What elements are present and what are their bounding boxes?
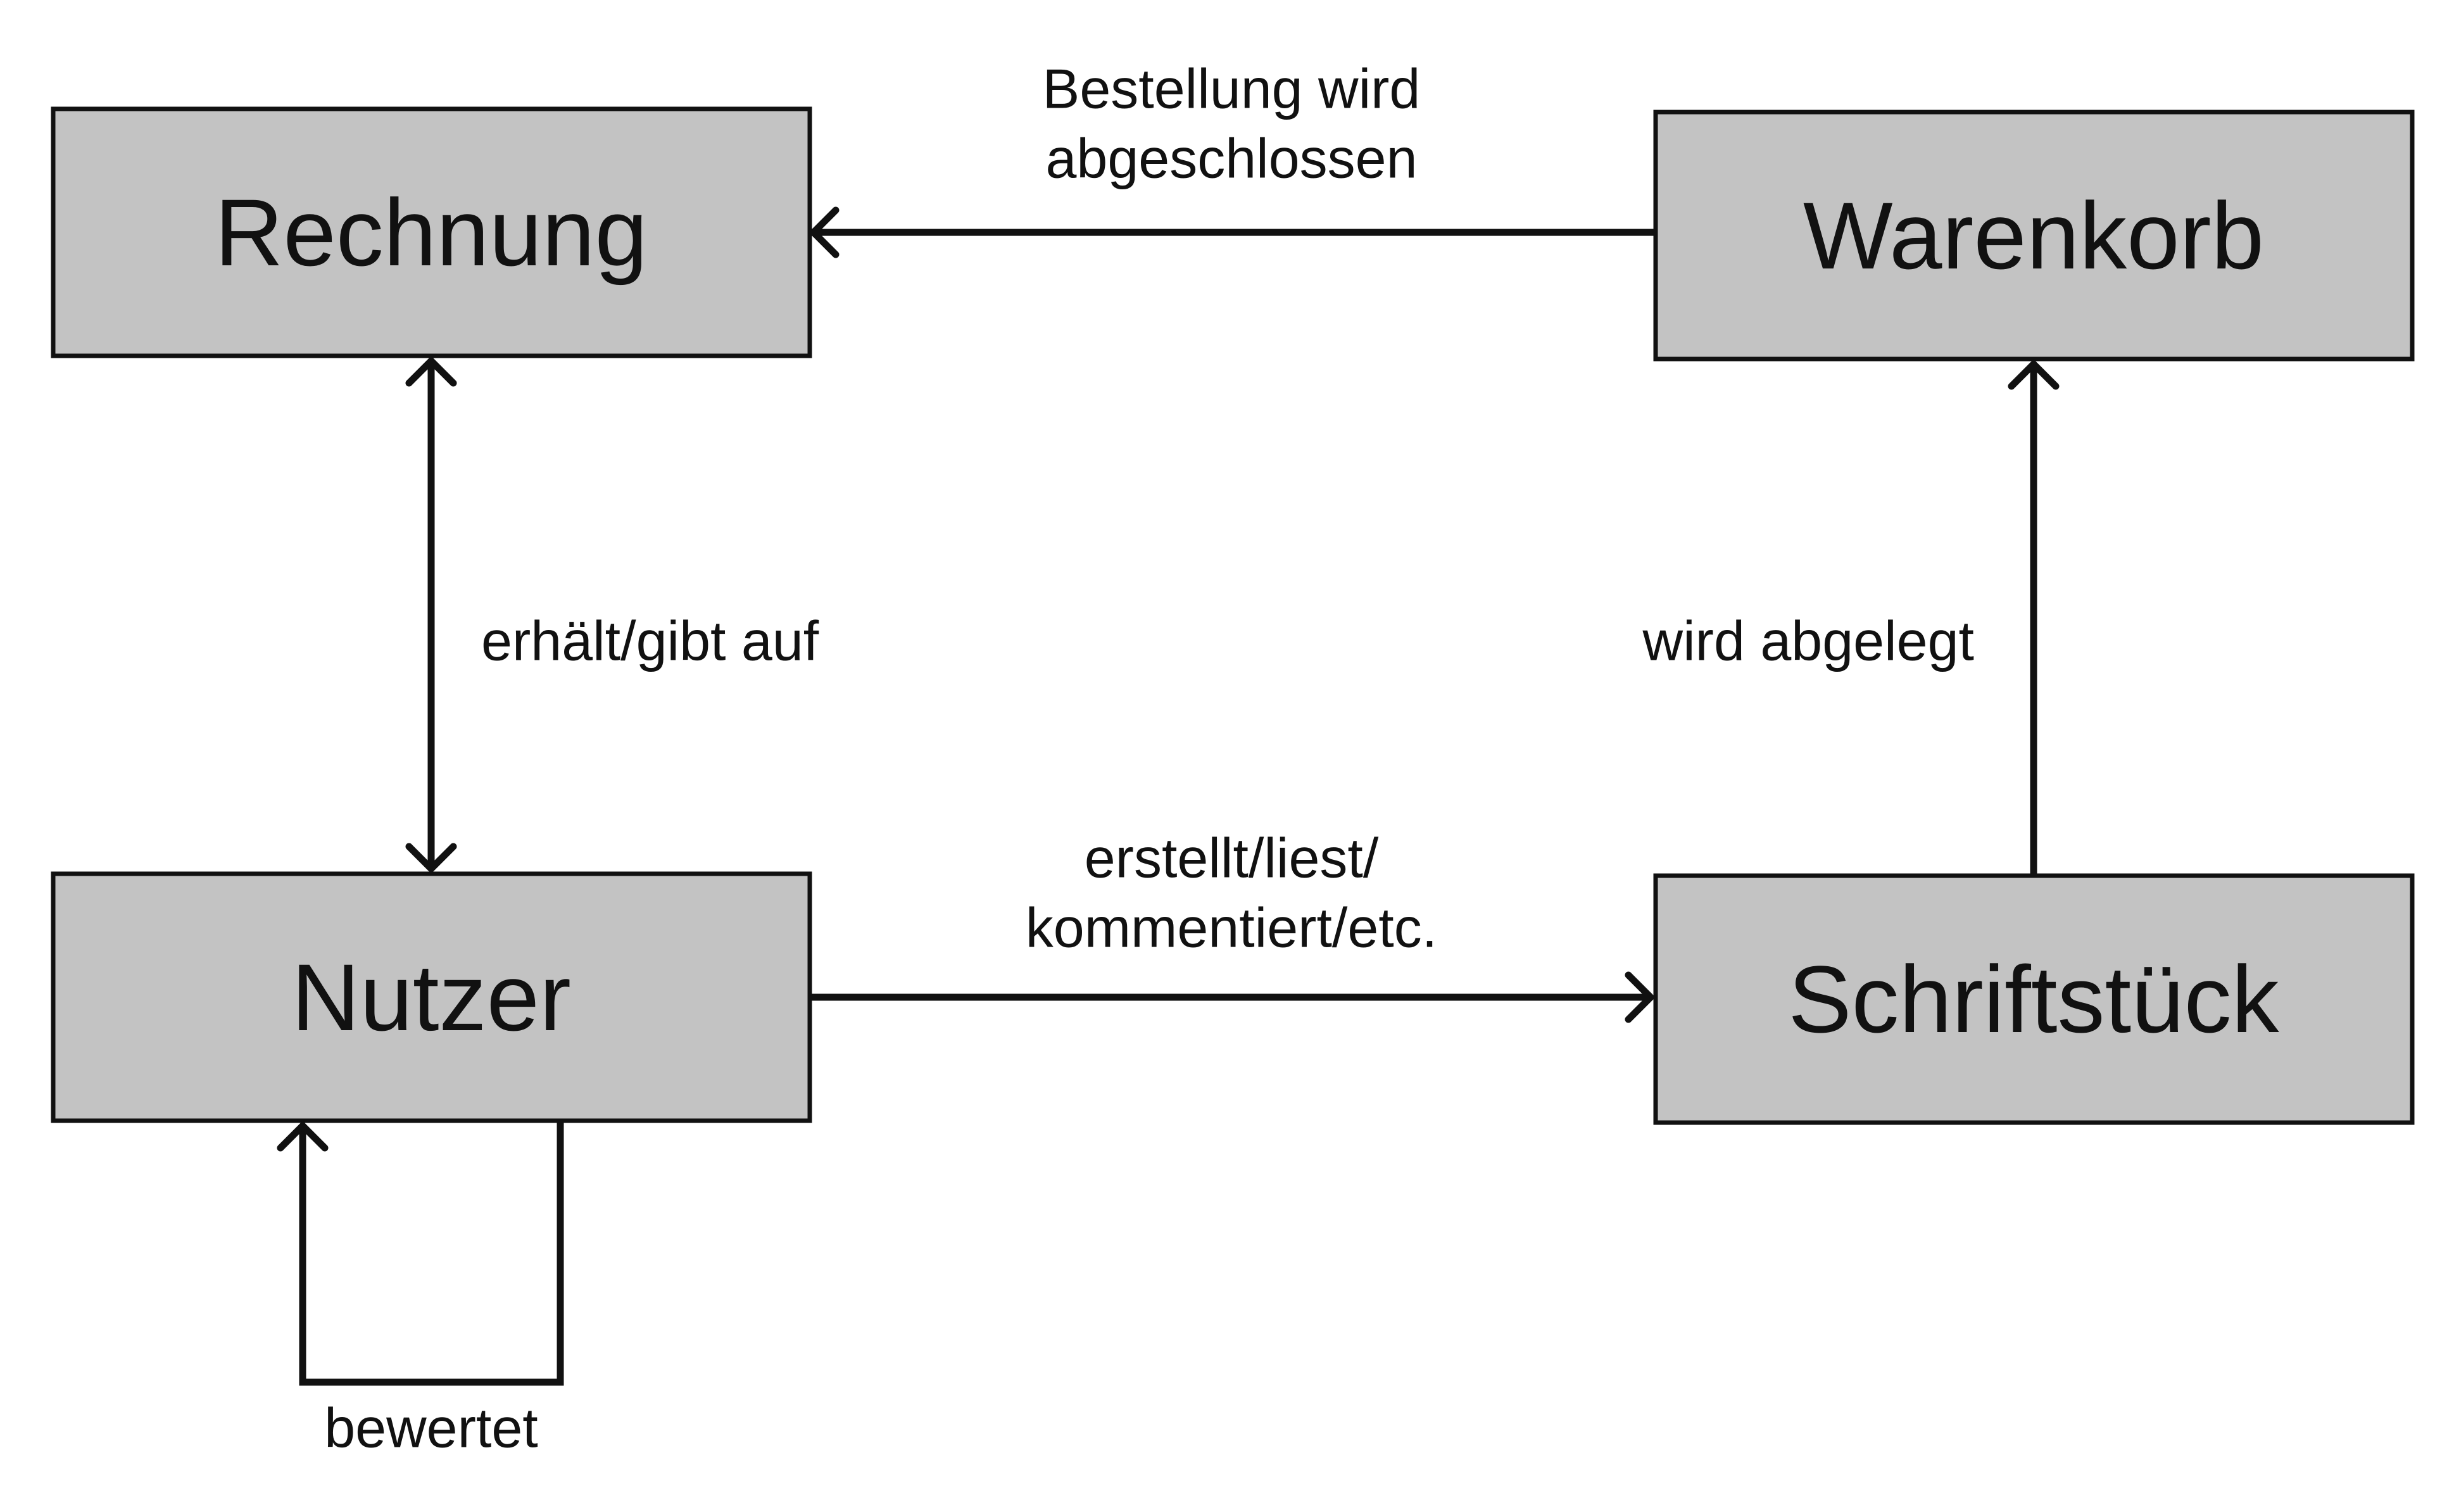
- arrow-head-left-icon: [809, 206, 840, 258]
- entity-nutzer[interactable]: Nutzer: [51, 871, 812, 1123]
- arrow-head-up-icon: [2008, 359, 2060, 390]
- entity-rechnung[interactable]: Rechnung: [51, 106, 812, 358]
- edge-rechnung-nutzer: [405, 356, 457, 874]
- arrow-head-up-icon: [405, 356, 457, 387]
- entity-nutzer-box: [51, 871, 812, 1123]
- edge-label-erhaelt: erhält/gibt auf: [481, 610, 819, 672]
- arrow-head-right-icon: [1625, 971, 1656, 1023]
- edge-nutzer-self-loop: [277, 1121, 564, 1386]
- edge-label-bestellung-line2: abgeschlossen: [1045, 127, 1417, 190]
- edge-schriftstueck-warenkorb: [2008, 359, 2060, 876]
- entity-schriftstueck[interactable]: Schriftstück: [1653, 873, 2415, 1125]
- entity-warenkorb-label: Warenkorb: [1803, 182, 2264, 289]
- edge-label-erstellt-line1: erstellt/liest/: [1085, 827, 1379, 890]
- edge-label-bewertet: bewertet: [324, 1397, 538, 1459]
- edge-warenkorb-rechnung: [809, 206, 1656, 258]
- edge-nutzer-schriftstueck: [810, 971, 1656, 1023]
- edge-nutzer-self-loop-line: [299, 1121, 564, 1386]
- entity-rechnung-label: Rechnung: [215, 179, 648, 286]
- arrow-head-up-icon: [277, 1121, 329, 1152]
- edge-label-bestellung-line1: Bestellung wird: [1043, 58, 1421, 120]
- edge-label-abgelegt: wird abgelegt: [1642, 610, 1974, 672]
- entity-schriftstueck-label: Schriftstück: [1788, 946, 2279, 1052]
- arrow-head-down-icon: [405, 843, 457, 874]
- entity-warenkorb-box: [1653, 110, 2415, 362]
- entity-schriftstueck-box: [1653, 873, 2415, 1125]
- edge-label-erstellt-line2: kommentiert/etc.: [1026, 897, 1437, 959]
- entity-warenkorb[interactable]: Warenkorb: [1653, 110, 2415, 362]
- entity-rechnung-box: [51, 106, 812, 358]
- entity-nutzer-label: Nutzer: [291, 944, 571, 1050]
